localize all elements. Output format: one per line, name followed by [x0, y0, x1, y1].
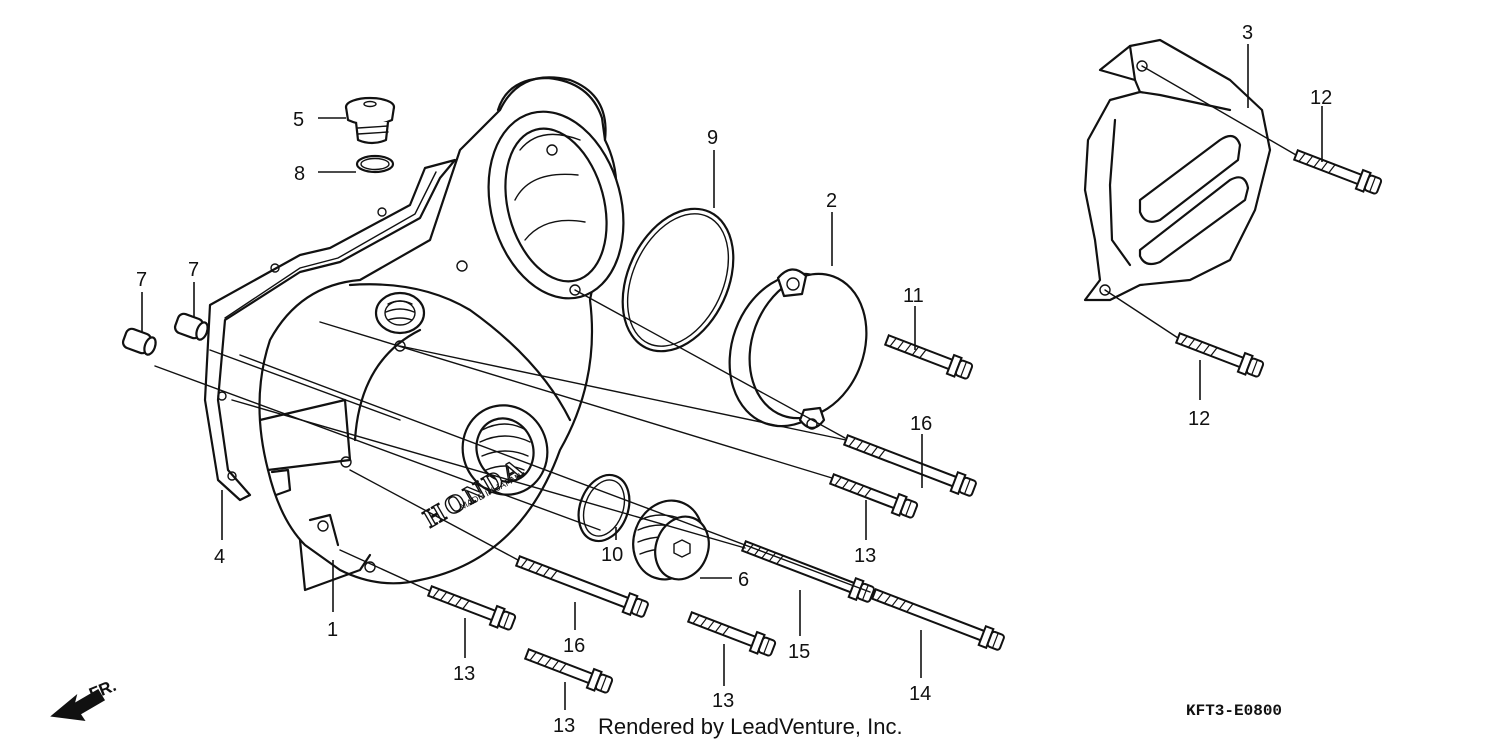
callout-8: 8 — [294, 163, 305, 185]
callout-numbers: 1 2 3 4 5 6 7 7 8 9 10 11 12 12 13 13 13… — [136, 22, 1332, 737]
callout-13d: 13 — [553, 715, 575, 737]
bolt-12-lower — [1173, 327, 1266, 381]
callout-14: 14 — [909, 683, 931, 705]
crankcase-gasket — [203, 158, 457, 502]
front-direction-marker: FR. — [50, 676, 119, 721]
callout-10: 10 — [601, 544, 623, 566]
callout-9: 9 — [707, 127, 718, 149]
callout-12b: 12 — [1188, 408, 1210, 430]
callout-13a: 13 — [854, 545, 876, 567]
callout-5: 5 — [293, 109, 304, 131]
callout-7a: 7 — [136, 269, 147, 291]
drive-sprocket-cover — [1083, 38, 1272, 302]
callout-4: 4 — [214, 546, 225, 568]
callout-15: 15 — [788, 641, 810, 663]
callout-13b: 13 — [453, 663, 475, 685]
callout-13c: 13 — [712, 690, 734, 712]
render-credit: Rendered by LeadVenture, Inc. — [598, 714, 903, 739]
diagram-code: KFT3-E0800 — [1186, 702, 1283, 720]
large-o-ring — [621, 207, 735, 353]
dowel-pin — [121, 327, 157, 356]
bolt-13-lower-left — [425, 580, 518, 634]
bolt-11 — [882, 329, 975, 383]
callout-16a: 16 — [910, 413, 932, 435]
timing-hole-plug — [632, 499, 710, 581]
bolt-12-upper — [1291, 144, 1384, 198]
callout-11: 11 — [903, 285, 924, 307]
oil-filler-cap — [344, 96, 396, 145]
callout-3: 3 — [1242, 22, 1253, 44]
dowel-pin — [173, 312, 209, 341]
callout-1: 1 — [327, 619, 338, 641]
callout-12a: 12 — [1310, 87, 1332, 109]
bolt-14 — [869, 583, 1007, 654]
left-crankcase-cover: HONDA MADE IN JAPAN — [258, 76, 625, 592]
o-ring-small — [355, 154, 395, 174]
bolt-16-lower — [513, 550, 651, 621]
front-label: FR. — [86, 676, 119, 704]
bolt-13-right — [827, 468, 920, 522]
callout-16b: 16 — [563, 635, 585, 657]
callout-6: 6 — [738, 569, 749, 591]
alignment-lines — [154, 65, 1297, 593]
generator-cover-cap — [728, 268, 868, 430]
callout-2: 2 — [826, 190, 837, 212]
leader-lines — [141, 44, 1323, 710]
front-arrow-icon — [50, 688, 106, 721]
bolt-13-center — [685, 606, 778, 660]
callout-7b: 7 — [188, 259, 199, 281]
